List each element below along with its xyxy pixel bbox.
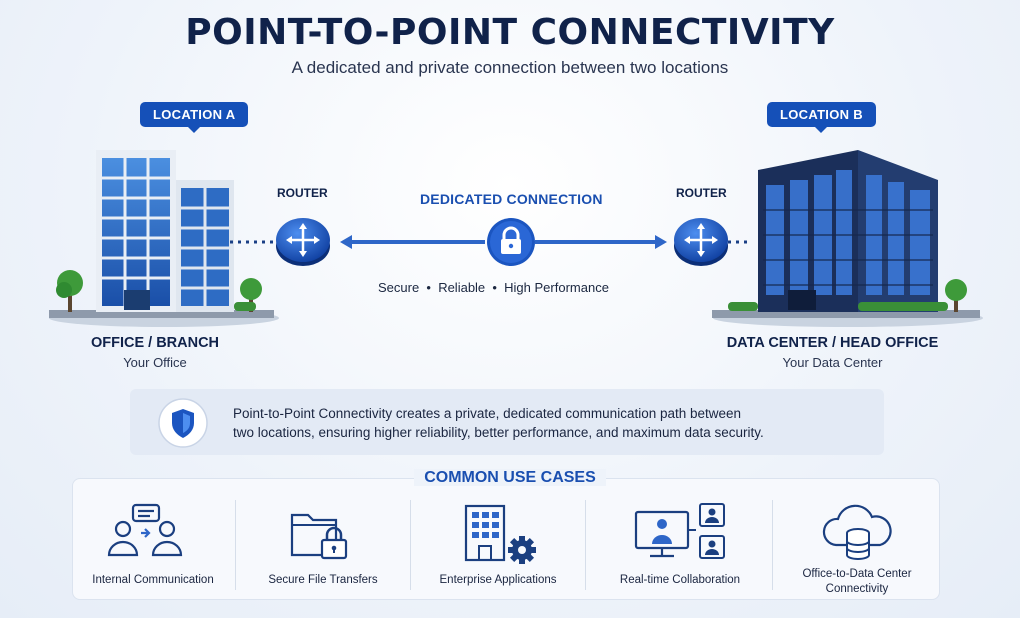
location-b-name: DATA CENTER / HEAD OFFICE [726, 335, 939, 351]
info-line-1: Point-to-Point Connectivity creates a pr… [233, 406, 742, 421]
location-a-badge: LOCATION A [140, 102, 249, 133]
location-a-name: OFFICE / BRANCH [90, 335, 220, 351]
location-b-sub: Your Data Center [782, 355, 883, 370]
location-a-sub: Your Office [123, 355, 187, 370]
use-case-label: Enterprise Applications [439, 574, 557, 586]
info-box [130, 389, 884, 455]
router-a-icon [275, 212, 331, 268]
connection-label: DEDICATED CONNECTION [420, 191, 603, 207]
divider [585, 500, 586, 590]
divider [235, 500, 236, 590]
router-a-label: ROUTER [277, 186, 328, 200]
divider [410, 500, 411, 590]
divider [772, 500, 773, 590]
connection-features: Secure • Reliable • High Performance [378, 280, 609, 295]
use-case-label: Office-to-Data Center Connectivity [802, 568, 912, 595]
page-title: POINT-TO-POINT CONNECTIVITY [185, 12, 835, 53]
use-cases-title: COMMON USE CASES [0, 469, 1020, 487]
cloud-database-icon [820, 501, 896, 563]
chat-users-icon [105, 503, 185, 559]
folder-lock-icon [290, 505, 356, 563]
shield-icon [156, 398, 210, 448]
building-gear-icon [462, 504, 542, 564]
use-case-label: Internal Communication [92, 574, 214, 586]
use-case-label: Real-time Collaboration [619, 574, 741, 586]
use-case-label: Secure File Transfers [268, 574, 378, 586]
router-b-label: ROUTER [676, 186, 727, 200]
page-subtitle: A dedicated and private connection betwe… [291, 58, 729, 77]
data-center-building-icon [708, 140, 988, 330]
info-text: Point-to-Point Connectivity creates a pr… [233, 404, 853, 442]
location-b-badge: LOCATION B [767, 102, 876, 133]
office-building-icon [44, 140, 279, 330]
connection-diagram [230, 210, 750, 280]
video-call-icon [632, 502, 732, 564]
router-b-icon [673, 212, 729, 268]
use-cases-panel [72, 478, 940, 600]
info-line-2: two locations, ensuring higher reliabili… [233, 425, 764, 440]
lock-icon [486, 217, 536, 267]
